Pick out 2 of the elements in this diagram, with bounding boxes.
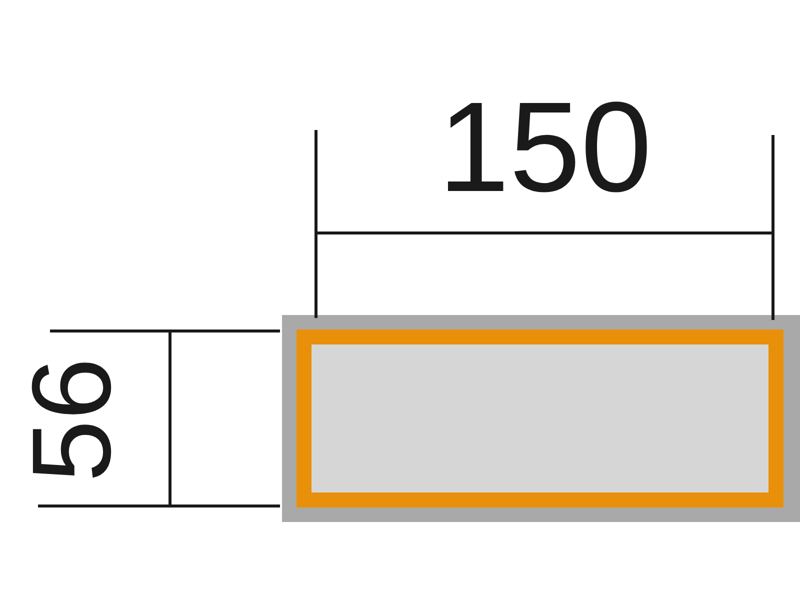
dimension-label: 56 [16, 358, 128, 482]
dimension-label: 150 [438, 84, 652, 212]
